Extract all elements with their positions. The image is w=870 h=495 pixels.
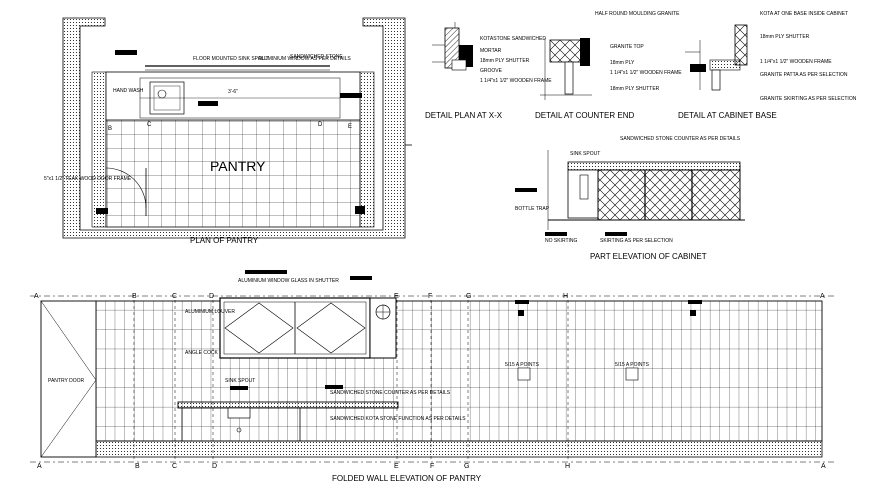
base-note-5: GRANITE SKIRTING AS PER SELECTION	[760, 96, 857, 102]
grid-bot-b: B	[135, 463, 140, 470]
plan-grid-d: D	[318, 122, 323, 128]
plan-dimension: 3'-6"	[228, 89, 238, 95]
plan-of-pantry: B C D E PANTRY FLOOR MOUNTED SINK SPOUT …	[44, 17, 412, 245]
elev-note-sink-spout: SINK SPOUT	[225, 378, 255, 384]
plan-note-stone: SANDWICHED STONE	[290, 54, 343, 60]
part-note-skirting2: SKIRTING AS PER SELECTION	[600, 238, 673, 244]
elev-note-window: ALUMINIUM WINDOW GLASS IN SHUTTER	[238, 278, 339, 284]
base-note-2: 18mm PLY SHUTTER	[760, 34, 810, 40]
base-note-1: KOTA AT ONE BASE INSIDE CABINET	[760, 11, 848, 17]
plan-outer-walls	[62, 17, 406, 239]
grid-top-a2: A	[820, 293, 825, 300]
counter-note-5: 18mm PLY SHUTTER	[610, 86, 660, 92]
plan-room-label: PANTRY	[210, 158, 266, 174]
xx-note-2: MORTAR	[480, 48, 502, 54]
counter-note-1: HALF ROUND MOULDING GRANITE	[595, 11, 680, 17]
grid-top-b: B	[132, 293, 137, 300]
part-note-skirting: NO SKIRTING	[545, 238, 578, 244]
plan-note-floor-sink: FLOOR MOUNTED SINK SPOUT	[193, 56, 269, 62]
part-elevation-cabinet: SANDWICHED STONE COUNTER AS PER DETAILS …	[515, 136, 745, 261]
grid-bot-c: C	[172, 463, 177, 470]
folded-elevation-title: FOLDED WALL ELEVATION OF PANTRY	[332, 474, 482, 483]
xx-note-3: 18mm PLY SHUTTER	[480, 58, 530, 64]
part-note-bottle-trap: BOTTLE TRAP	[515, 206, 550, 212]
part-elevation-title: PART ELEVATION OF CABINET	[590, 252, 707, 261]
grid-top-g: G	[466, 293, 471, 300]
plan-note-door-frame: 5"x1 1/2" TEAK WOOD DOOR FRAME	[44, 176, 132, 182]
counter-note-3: 18mm PLY	[610, 60, 635, 66]
grid-top-e: E	[394, 293, 399, 300]
xx-note-5: 1 1/4"x1 1/2" WOODEN FRAME	[480, 78, 552, 84]
plan-grid-e: E	[348, 124, 352, 130]
grid-bot-h: H	[565, 463, 570, 470]
detail-plan-xx: KOTASTONE SANDWICHED MORTAR 18mm PLY SHU…	[425, 22, 552, 120]
detail-counter-title: DETAIL AT COUNTER END	[535, 111, 634, 120]
folded-wall-elevation: PANTRY DOOR ALUMINIUM WINDOW GLASS IN SH…	[30, 270, 835, 483]
part-note-top: SANDWICHED STONE COUNTER AS PER DETAILS	[620, 136, 741, 142]
elev-note-switch1: 5/15 A POINTS	[505, 362, 540, 368]
grid-bot-g: G	[464, 463, 469, 470]
elev-note-counter2: SANDWICHED KOTA STONE FUNCTION AS PER DE…	[330, 416, 466, 422]
plan-grid-b: B	[108, 126, 112, 132]
grid-bot-a2: A	[821, 463, 826, 470]
grid-top-c: C	[172, 293, 177, 300]
grid-bot-d: D	[212, 463, 217, 470]
grid-top-a: A	[34, 293, 39, 300]
plan-note-handwash: HAND WASH	[113, 88, 144, 94]
elev-note-louvre: ALUMINIUM LOUVER	[185, 309, 235, 315]
grid-bot-f: F	[430, 463, 434, 470]
grid-top-f: F	[428, 293, 432, 300]
counter-note-4: 1 1/4"x1 1/2" WOODEN FRAME	[610, 70, 682, 76]
elev-note-counter: SANDWICHED STONE COUNTER AS PER DETAILS	[330, 390, 451, 396]
base-note-4: GRANITE PATTA AS PER SELECTION	[760, 72, 848, 78]
elev-note-switch2: 5/15 A POINTS	[615, 362, 650, 368]
part-note-sink: SINK SPOUT	[570, 151, 600, 157]
counter-note-2: GRANITE TOP	[610, 44, 644, 50]
grid-ticks	[133, 300, 569, 460]
elev-note-angle-cock: ANGLE COCK	[185, 350, 218, 356]
xx-note-4: GROOVE	[480, 68, 503, 74]
detail-cabinet-base: KOTA AT ONE BASE INSIDE CABINET 18mm PLY…	[678, 11, 857, 120]
plan-note-window: ALUMINIUM WINDOW AS PER DETAILS	[258, 56, 351, 62]
plan-title: PLAN OF PANTRY	[190, 236, 259, 245]
detail-base-title: DETAIL AT CABINET BASE	[678, 111, 777, 120]
elev-door-label: PANTRY DOOR	[48, 378, 85, 384]
detail-counter-end: HALF ROUND MOULDING GRANITE GRANITE TOP …	[535, 11, 682, 120]
grid-top-h: H	[563, 293, 568, 300]
xx-note-1: KOTASTONE SANDWICHED	[480, 36, 546, 42]
base-note-3: 1 1/4"x1 1/2" WOODEN FRAME	[760, 59, 832, 65]
detail-xx-title: DETAIL PLAN AT X-X	[425, 111, 503, 120]
grid-bot-a: A	[37, 463, 42, 470]
plan-grid-c: C	[147, 122, 152, 128]
grid-top-d: D	[209, 293, 214, 300]
grid-bot-e: E	[394, 463, 399, 470]
